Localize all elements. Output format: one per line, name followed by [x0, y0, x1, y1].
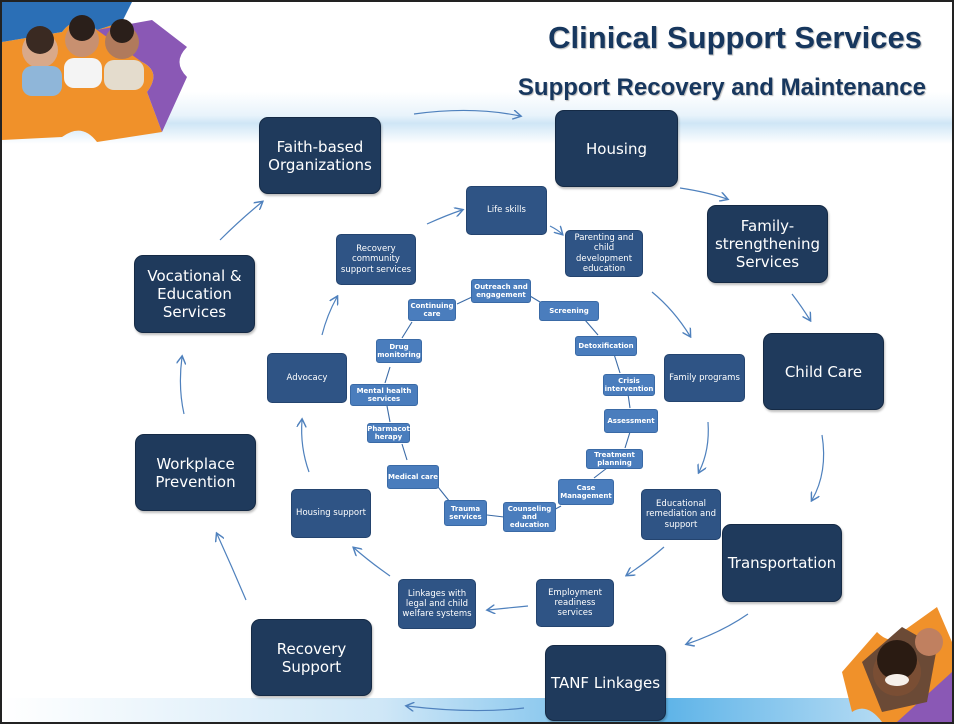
- outer-node-vocational-education: Vocational & Education Services: [134, 255, 255, 333]
- outer-node-workplace-prevention: Workplace Prevention: [135, 434, 256, 511]
- inner-node-case-management: Case Management: [558, 479, 614, 505]
- arrow-inner-5: [624, 431, 631, 449]
- outer-node-recovery-support: Recovery Support: [251, 619, 372, 696]
- middle-node-housing-support: Housing support: [291, 489, 371, 538]
- slide-subtitle: Support Recovery and Maintenance: [517, 74, 926, 101]
- arrow-mid-8: [302, 420, 310, 473]
- inner-node-outreach: Outreach and engagement: [471, 279, 531, 303]
- middle-node-recovery-community: Recovery community support services: [336, 234, 416, 285]
- arrow-outer-7: [217, 534, 247, 601]
- inner-node-counseling: Counseling and education: [503, 502, 556, 532]
- inner-node-treatment-planning: Treatment planning: [586, 449, 643, 469]
- inner-node-pharmacotherapy: Pharmacot herapy: [367, 423, 410, 443]
- outer-node-family-strengthening: Family-strengthening Services: [707, 205, 828, 283]
- middle-node-linkages-legal: Linkages with legal and child welfare sy…: [398, 579, 476, 629]
- arrow-inner-9: [437, 486, 451, 503]
- arrow-inner-10: [401, 443, 408, 461]
- arrow-outer-1: [413, 110, 520, 116]
- middle-node-parenting: Parenting and child development educatio…: [565, 230, 643, 277]
- arrow-inner-13: [401, 321, 413, 339]
- outer-node-tanf-linkages: TANF Linkages: [545, 645, 666, 721]
- arrow-inner-1: [529, 295, 541, 303]
- arrow-inner-11: [386, 405, 391, 423]
- arrow-inner-2: [584, 319, 599, 336]
- inner-node-drug-monitoring: Drug monitoring: [376, 339, 422, 363]
- arrow-inner-4: [627, 393, 631, 409]
- inner-node-medical-care: Medical care: [387, 465, 439, 489]
- inner-node-mental-health: Mental health services: [350, 384, 418, 406]
- arrow-outer-9: [219, 202, 262, 241]
- inner-node-detoxification: Detoxification: [575, 336, 637, 356]
- outer-node-housing: Housing: [555, 110, 678, 187]
- arrow-inner-3: [613, 353, 621, 374]
- inner-node-continuing-care: Continuing care: [408, 299, 456, 321]
- arrow-outer-3: [791, 293, 810, 320]
- outer-node-transportation: Transportation: [722, 524, 842, 602]
- arrow-mid-2: [549, 225, 562, 234]
- slide-title: Clinical Support Services: [548, 20, 922, 55]
- puzzle-photo-bottom-right: [842, 607, 952, 722]
- arrow-inner-12: [384, 366, 391, 384]
- arrow-inner-6: [593, 467, 608, 479]
- inner-node-assessment: Assessment: [604, 409, 658, 433]
- middle-node-employment-readiness: Employment readiness services: [536, 579, 614, 627]
- middle-node-advocacy: Advocacy: [267, 353, 347, 403]
- arrow-mid-1: [426, 210, 462, 225]
- puzzle-photo-top-left: [2, 2, 187, 142]
- arrow-outer-8: [180, 357, 184, 415]
- middle-node-family-programs: Family programs: [664, 354, 745, 402]
- arrow-mid-7: [354, 548, 391, 577]
- arrow-mid-6: [488, 606, 529, 610]
- arrow-outer-4: [812, 434, 825, 500]
- arrow-outer-6: [407, 706, 525, 711]
- arrow-mid-5: [627, 546, 665, 575]
- outer-node-child-care: Child Care: [763, 333, 884, 410]
- middle-node-life-skills: Life skills: [466, 186, 547, 235]
- arrow-inner-14: [456, 296, 473, 305]
- arrow-inner-8: [486, 514, 505, 518]
- inner-node-trauma: Trauma services: [444, 500, 487, 526]
- middle-node-educational-remediation: Educational remediation and support: [641, 489, 721, 540]
- arrow-outer-2: [679, 187, 727, 199]
- arrow-mid-4: [699, 421, 709, 472]
- arrow-outer-5: [687, 613, 749, 644]
- outer-node-faith-based: Faith-based Organizations: [259, 117, 381, 194]
- arrow-mid-9: [321, 297, 337, 336]
- arrow-mid-3: [651, 291, 690, 336]
- inner-node-crisis-intervention: Crisis intervention: [603, 374, 655, 396]
- inner-node-screening: Screening: [539, 301, 599, 321]
